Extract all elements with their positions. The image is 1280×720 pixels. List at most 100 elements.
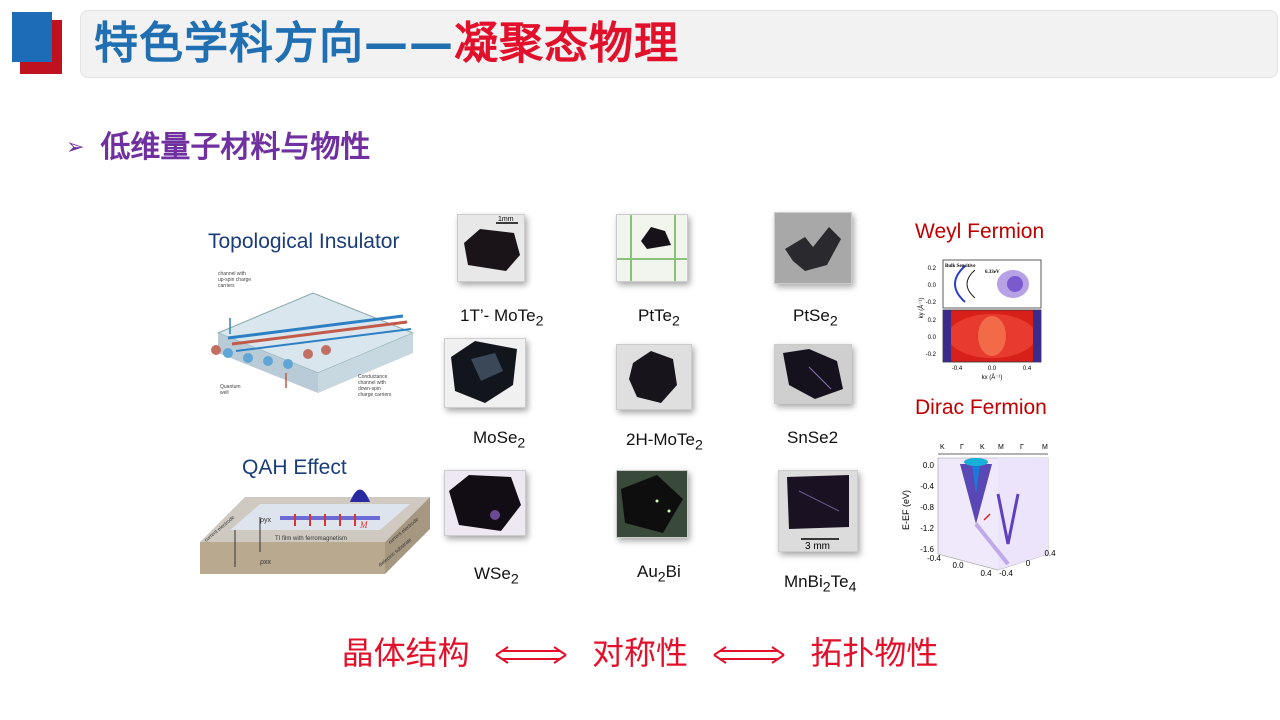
dirac-kpath-5: Γ bbox=[1020, 444, 1024, 451]
qah-effect-label: QAH Effect bbox=[242, 456, 347, 479]
crystal-sub-mnbi2te4: 2 bbox=[822, 579, 831, 596]
dirac-xtick-6: 0.4 bbox=[1044, 549, 1056, 558]
dirac-ytick-3: -0.8 bbox=[920, 503, 934, 512]
crystal-sub-wse2: 2 bbox=[510, 571, 519, 588]
crystal-image-au2bi bbox=[616, 470, 688, 538]
crystal-sub-ptte2: 2 bbox=[672, 313, 680, 330]
crystal-sub-mote2-1t: 2 bbox=[535, 313, 544, 330]
weyl-xlabel: kx (Å⁻¹) bbox=[982, 374, 1003, 381]
weyl-ytick-1: 0.2 bbox=[928, 266, 937, 272]
weyl-ytick-6: -0.2 bbox=[926, 352, 937, 358]
crystal-label-mnbi2te4: MnBi2Te4 bbox=[784, 572, 856, 595]
crystal-image-mnbi2te4: 3 mm bbox=[778, 470, 858, 552]
dirac-xtick-4: -0.4 bbox=[999, 569, 1013, 578]
ti-note-3: carriers bbox=[218, 283, 235, 289]
page-title: 特色学科方向——凝聚态物理 bbox=[94, 14, 679, 74]
crystal-label-ptse2: PtSe2 bbox=[793, 306, 838, 329]
relation-symmetry: 对称性 bbox=[591, 634, 688, 672]
dirac-ytick-5: -1.6 bbox=[920, 545, 934, 554]
dirac-kpath-1: K bbox=[940, 444, 945, 451]
crystal-image-wse2 bbox=[444, 470, 526, 536]
dirac-kpath-2: Γ bbox=[960, 444, 964, 451]
section-heading-text: 低维量子材料与物性 bbox=[100, 130, 371, 165]
weyl-ytick-5: 0.0 bbox=[928, 335, 937, 341]
qah-note-ti-film: TI film with ferromagnetism bbox=[275, 536, 347, 542]
weyl-inset-bulk: Bulk Sensitive bbox=[945, 264, 976, 269]
title-highlight: 凝聚态物理 bbox=[454, 18, 679, 69]
ti-note-2: up-spin charge bbox=[218, 277, 251, 283]
crystal-name-ptse2: PtSe bbox=[793, 306, 830, 325]
weyl-xtick-3: 0.4 bbox=[1023, 366, 1032, 372]
dirac-kpath-4: M bbox=[998, 444, 1004, 451]
crystal-scale-3mm: 3 mm bbox=[805, 541, 830, 551]
dirac-xtick-2: 0.0 bbox=[952, 561, 964, 570]
ti-note-6: Conductance bbox=[358, 374, 388, 380]
crystal-label-mose2: MoSe2 bbox=[473, 428, 525, 451]
dirac-kpath-3: K bbox=[980, 444, 985, 451]
bullet-arrow-icon: ➢ bbox=[66, 135, 85, 160]
crystal-label-au2bi: Au2Bi bbox=[637, 562, 681, 585]
qah-note-rho-yx: ρyx bbox=[260, 517, 271, 524]
dirac-ytick-1: 0.0 bbox=[923, 461, 935, 470]
crystal-name-wse2: WSe bbox=[474, 564, 511, 583]
relation-topological-properties: 拓扑物性 bbox=[810, 634, 939, 672]
crystal-image-snse2 bbox=[774, 344, 852, 404]
crystal-sub2-mnbi2te4: 4 bbox=[848, 579, 857, 596]
topological-insulator-diagram: channel with up-spin charge carriers Qua… bbox=[211, 271, 415, 398]
crystal-name-snse2: SnSe2 bbox=[787, 428, 839, 447]
crystal-name-mote2-2h: 2H-MoTe bbox=[626, 430, 695, 449]
header-accent-blue bbox=[12, 12, 52, 62]
weyl-ylabel: ky (Å⁻¹) bbox=[918, 298, 925, 319]
title-bar bbox=[80, 10, 1278, 78]
crystal-name-au2bi: Au bbox=[637, 562, 658, 581]
dirac-fermion-title: Dirac Fermion bbox=[915, 396, 1047, 419]
weyl-xtick-2: 0.0 bbox=[988, 366, 997, 372]
crystal-image-ptte2 bbox=[616, 214, 688, 282]
dirac-xtick-3: 0.4 bbox=[980, 569, 992, 578]
crystal-label-mote2-1t: 1T’- MoTe2 bbox=[460, 306, 543, 329]
ti-note-8: down-spin bbox=[358, 386, 381, 392]
weyl-ytick-2: 0.0 bbox=[928, 283, 937, 289]
crystal-image-mote2-1t: 1mm bbox=[457, 214, 525, 282]
crystal-name-mose2: MoSe bbox=[473, 428, 518, 447]
weyl-fermion-title: Weyl Fermion bbox=[915, 220, 1045, 243]
weyl-inset-energy: 6.33eV bbox=[985, 270, 1000, 275]
crystal-sub-mose2: 2 bbox=[517, 435, 526, 452]
crystal-scale-1mm: 1mm bbox=[498, 216, 514, 223]
weyl-ytick-4: 0.2 bbox=[928, 318, 937, 324]
title-main: 特色学科方向—— bbox=[94, 18, 454, 69]
double-arrow-icon bbox=[713, 646, 785, 664]
section-heading: ➢ 低维量子材料与物性 bbox=[66, 122, 370, 166]
dirac-xtick-5: 0 bbox=[1026, 559, 1031, 568]
dirac-ylabel: E-EF (eV) bbox=[901, 490, 911, 530]
ti-note-5: well bbox=[220, 390, 229, 396]
crystal-sub-ptse2: 2 bbox=[829, 313, 838, 330]
crystal-image-ptse2 bbox=[774, 212, 852, 284]
crystal-image-mote2-2h bbox=[616, 344, 692, 410]
crystal-label-wse2: WSe2 bbox=[474, 564, 519, 587]
crystal-tail-au2bi: Bi bbox=[665, 562, 681, 581]
dirac-ytick-2: -0.4 bbox=[920, 482, 934, 491]
double-arrow-icon bbox=[495, 646, 567, 664]
dirac-kpath-6: M bbox=[1042, 444, 1048, 451]
crystal-label-ptte2: PtTe2 bbox=[638, 306, 680, 329]
crystal-image-mose2 bbox=[444, 338, 526, 408]
crystal-name-mote2-1t: 1T’- MoTe bbox=[460, 306, 536, 325]
relation-crystal-structure: 晶体结构 bbox=[341, 634, 470, 672]
dirac-xtick-1: -0.4 bbox=[927, 554, 941, 563]
topological-insulator-label: Topological Insulator bbox=[208, 230, 400, 253]
crystal-sub-au2bi: 2 bbox=[657, 569, 666, 586]
qah-effect-diagram: current electrode current electrode diel… bbox=[200, 489, 430, 574]
crystal-name-ptte2: PtTe bbox=[638, 306, 673, 325]
dirac-fermion-figure: K Γ K M Γ M 0.0 -0.4 -0.8 -1.2 -1.6 E-EF… bbox=[901, 444, 1056, 578]
qah-note-rho-xx: ρxx bbox=[260, 559, 271, 566]
weyl-ytick-3: -0.2 bbox=[926, 300, 937, 306]
crystal-label-snse2: SnSe2 bbox=[787, 428, 838, 451]
ti-note-9: charge carriers bbox=[358, 392, 392, 398]
crystal-sub-mote2-2h: 2 bbox=[694, 437, 703, 454]
dirac-ytick-4: -1.2 bbox=[920, 524, 934, 533]
crystal-tail-mnbi2te4: Te bbox=[830, 572, 849, 591]
ti-note-1: channel with bbox=[218, 271, 246, 277]
weyl-fermion-figure: Bulk Sensitive 6.33eV 0.2 0.0 -0.2 0.2 0… bbox=[918, 259, 1042, 381]
bottom-relation: 晶体结构 对称性 拓扑物性 bbox=[0, 628, 1280, 674]
